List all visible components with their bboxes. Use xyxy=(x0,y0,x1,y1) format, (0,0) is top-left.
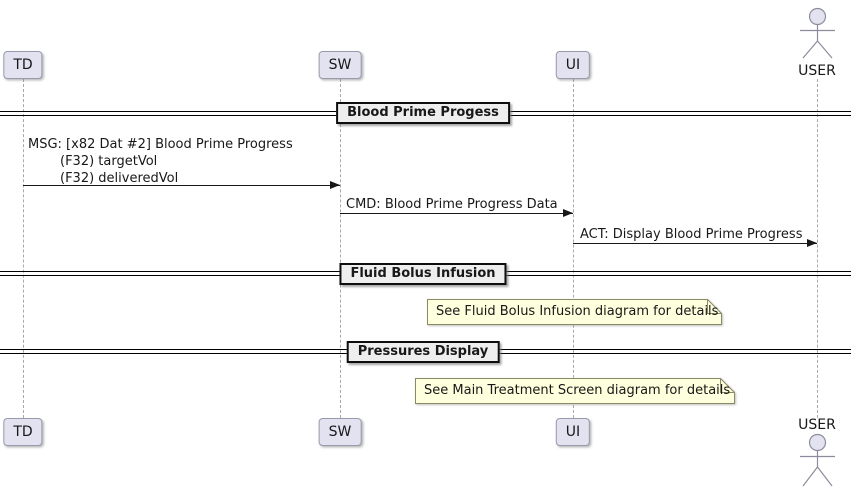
message-1-line-2: (F32) targetVol xyxy=(60,154,158,169)
user-actor-icon-bottom xyxy=(800,433,835,487)
note-text: See Fluid Bolus Infusion diagram for det… xyxy=(436,304,719,319)
note-main-treatment: See Main Treatment Screen diagram for de… xyxy=(415,378,735,404)
participant-td-bottom: TD xyxy=(3,418,43,446)
arrow-head-icon xyxy=(807,239,817,247)
arrow-head-icon xyxy=(330,181,340,189)
message-1-line-3: (F32) deliveredVol xyxy=(60,171,179,186)
message-2-line-1: CMD: Blood Prime Progress Data xyxy=(346,197,558,212)
participant-ui-top: UI xyxy=(555,51,591,79)
participant-ui-bottom: UI xyxy=(555,418,591,446)
lifeline-user xyxy=(817,79,818,418)
note-text: See Main Treatment Screen diagram for de… xyxy=(424,383,731,398)
user-label-top: USER xyxy=(798,63,836,79)
message-3-arrow xyxy=(573,239,817,247)
note-background xyxy=(415,378,735,404)
participant-sw-bottom: SW xyxy=(318,418,362,446)
participant-sw-top: SW xyxy=(318,51,362,79)
message-3-line-1: ACT: Display Blood Prime Progress xyxy=(580,227,803,242)
lifeline-ui xyxy=(573,79,574,418)
note-background xyxy=(427,299,722,325)
message-1-line-1: MSG: [x82 Dat #2] Blood Prime Progress xyxy=(28,137,293,152)
divider-label-pressures: Pressures Display xyxy=(346,341,500,363)
message-1-arrow xyxy=(23,181,340,189)
lifeline-td xyxy=(23,79,24,418)
divider-label-fluid-bolus: Fluid Bolus Infusion xyxy=(339,263,507,285)
arrow-head-icon xyxy=(563,209,573,217)
message-2-arrow xyxy=(340,209,573,217)
lifeline-sw xyxy=(340,79,341,418)
user-label-bottom: USER xyxy=(798,417,836,433)
divider-label-blood-prime: Blood Prime Progess xyxy=(336,102,510,124)
participant-td-top: TD xyxy=(3,51,43,79)
note-fluid-bolus: See Fluid Bolus Infusion diagram for det… xyxy=(427,299,722,325)
user-actor-icon-top xyxy=(800,7,835,59)
